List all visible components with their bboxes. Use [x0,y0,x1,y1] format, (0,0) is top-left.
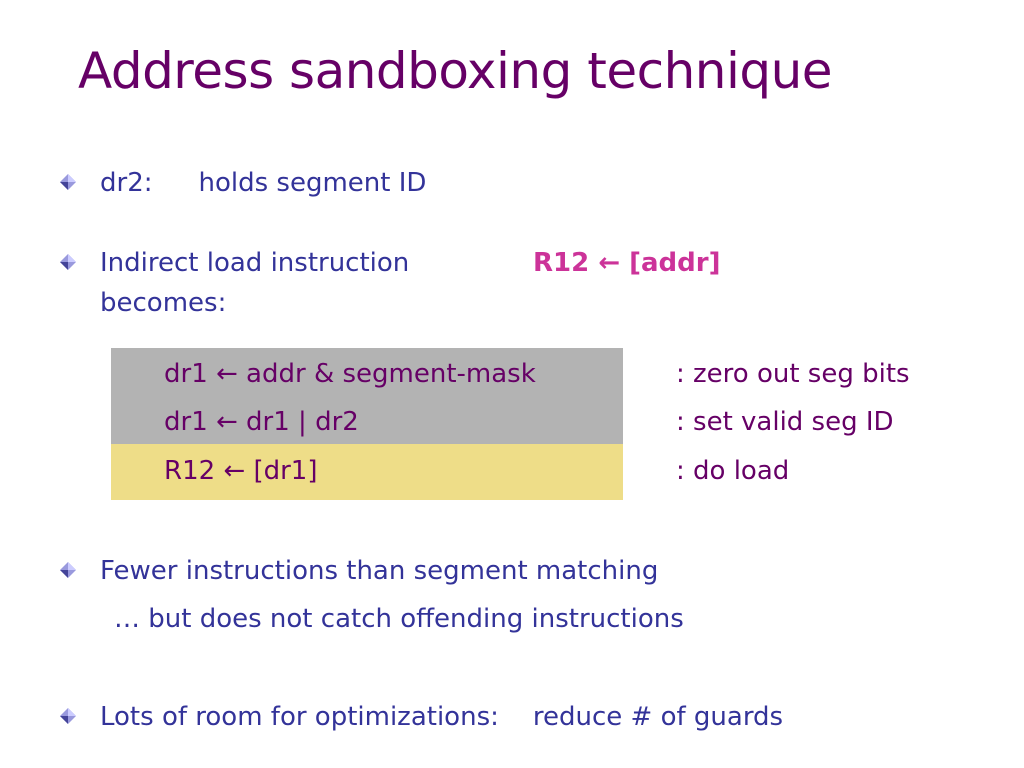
bullet-indirect-load: Indirect load instruction R12 ← [addr] b… [60,244,1000,324]
bullet-text: Indirect load instruction [100,248,410,278]
bullet-continuation: becomes: [100,288,227,318]
bullet-optimizations: Lots of room for optimizations: reduce # … [60,698,1000,738]
code-instruction: dr1 ← dr1 | dr2 [164,407,359,437]
bullet-fewer-instructions: Fewer instructions than segment matching [60,552,1000,592]
highlight-instruction: R12 ← [addr] [533,248,721,278]
code-comment: : zero out seg bits [676,359,910,389]
code-row-highlight [111,444,623,500]
code-instruction: R12 ← [dr1] [164,456,318,486]
code-comment: : do load [676,456,790,486]
bullet-text: Fewer instructions than segment matching [100,556,659,586]
bullet-value: holds segment ID [198,168,427,198]
bullet-label: dr2: [100,168,153,198]
code-instruction: dr1 ← addr & segment-mask [164,359,536,389]
bullet-value: reduce # of guards [532,702,784,732]
diamond-bullet-icon [60,254,76,270]
code-comment: : set valid seg ID [676,407,894,437]
code-row [111,348,623,396]
diamond-bullet-icon [60,562,76,578]
diamond-bullet-icon [60,174,76,190]
bullet-label: Lots of room for optimizations: [100,702,499,732]
diamond-bullet-icon [60,708,76,724]
bullet-segment-id: dr2: holds segment ID [60,164,1000,204]
slide-title: Address sandboxing technique [78,42,833,100]
bullet-sub-text: … but does not catch offending instructi… [114,604,684,634]
code-row [111,396,623,444]
